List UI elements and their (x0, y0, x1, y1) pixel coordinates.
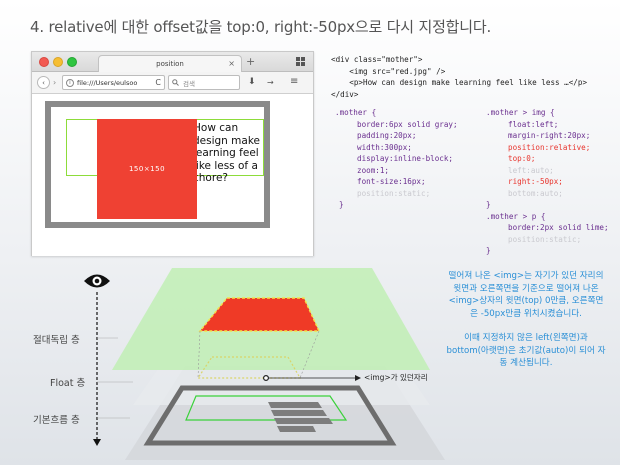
base-text-lines (277, 426, 316, 432)
css-highlight-prop: top:0; (508, 154, 536, 163)
url-bar[interactable]: i file:///Users/eulsoo C (62, 75, 165, 90)
search-icon (172, 79, 179, 86)
css-default-prop: left:auto; (508, 165, 554, 175)
menu-icon[interactable]: ≡ (290, 76, 299, 87)
css-selector: .mother > img { (486, 108, 555, 117)
image-size-label: 150×150 (128, 165, 166, 173)
layer-diagram: 절대독립 층 Float 층 기본흐름 층 <img>가 있던자리 (0, 260, 620, 465)
new-tab-icon[interactable]: + (246, 55, 256, 68)
html-line-1: <div class="mother"> (331, 55, 423, 64)
red-image: 150×150 (97, 119, 197, 219)
float-layer-label: Float 층 (50, 378, 86, 389)
html-line-4: </div> (331, 89, 359, 99)
paragraph-text: How can design make learning feel like l… (193, 122, 260, 184)
css-highlight-prop: position:relative; (508, 142, 591, 152)
description: 떨어져 나온 <img>는 자기가 있던 자리의 윗면과 오른쪽면을 기준으로 … (446, 270, 606, 382)
tab-title: position (156, 60, 184, 68)
css-default-prop: position:static; (357, 188, 431, 198)
base-lime-box (185, 395, 348, 421)
css-prop: border:6px solid gray; (357, 119, 458, 129)
html-line-2: <img src="red.jpg" /> (331, 66, 446, 76)
zoom-window-button[interactable] (67, 57, 77, 67)
search-bar[interactable]: 검색 (168, 75, 240, 90)
img-origin-label: <img>가 있던자리 (364, 373, 428, 382)
slide-title: 4. relative에 대한 offset값을 top:0, right:-5… (30, 18, 492, 36)
css-close: } (486, 200, 491, 209)
css-prop: width:300px; (357, 142, 412, 152)
description-para-2: 이때 지정하지 않은 left(왼쪽면)과 bottom(아랫면)은 초기값(a… (446, 333, 606, 368)
css-selector: .mother > p { (486, 211, 546, 221)
html-code: <div class="mother"> <img src="red.jpg" … (331, 54, 587, 100)
css-default-prop: position:static; (508, 234, 582, 244)
css-default-prop: bottom:auto; (508, 188, 563, 198)
base-text-lines (271, 410, 327, 416)
overflow-icon[interactable]: → (267, 78, 274, 87)
img-origin-marker (263, 374, 270, 381)
reload-icon[interactable]: C (155, 78, 161, 87)
mother-div: How can design make learning feel like l… (45, 101, 270, 228)
css-prop: border:2px solid lime; (508, 223, 609, 232)
html-line-3: <p>How can design make learning feel lik… (331, 78, 588, 87)
css-prop: float:left; (508, 119, 559, 129)
css-selector: .mother { (335, 108, 377, 117)
forward-icon[interactable]: › (53, 78, 57, 87)
download-icon[interactable]: ⬇ (248, 77, 256, 87)
css-prop: display:inline-block; (357, 154, 454, 163)
nav-bar: ‹ › i file:///Users/eulsoo C 검색 ⬇ → ≡ (32, 72, 313, 94)
tab-close-icon[interactable]: × (228, 59, 235, 68)
layer-diagram-svg (84, 268, 445, 460)
eye-icon (84, 274, 110, 288)
browser-window: position × + ‹ › i file:///Users/eulsoo … (31, 51, 314, 256)
minimize-window-button[interactable] (53, 57, 63, 67)
normal-flow-layer-label: 기본흐름 층 (33, 415, 80, 426)
css-prop: zoom:1; (357, 165, 390, 175)
tab-position[interactable]: position × (98, 55, 242, 72)
url-text: file:///Users/eulsoo (77, 78, 138, 87)
tab-groups-icon[interactable] (296, 57, 305, 66)
base-text-lines (268, 402, 322, 408)
base-text-lines (274, 418, 333, 424)
description-para-1: 떨어져 나온 <img>는 자기가 있던 자리의 윗면과 오른쪽면을 기준으로 … (448, 271, 604, 319)
tab-bar: position × + (32, 52, 313, 72)
search-placeholder: 검색 (183, 79, 195, 88)
css-close: } (339, 200, 344, 209)
close-window-button[interactable] (39, 57, 49, 67)
page-viewport: How can design make learning feel like l… (32, 94, 313, 256)
css-mother-block: .mother { border:6px solid gray; padding:2… (335, 107, 458, 211)
base-mother-box (143, 385, 397, 446)
back-icon[interactable]: ‹ (37, 76, 50, 89)
site-info-icon[interactable]: i (66, 78, 74, 87)
css-prop: font-size:16px; (357, 177, 426, 186)
css-highlight-prop: right:-50px; (508, 177, 563, 186)
css-prop: padding:20px; (357, 131, 417, 140)
absolute-layer-label: 절대독립 층 (33, 335, 80, 346)
css-close: } (486, 246, 491, 255)
css-prop: margin-right:20px; (508, 131, 591, 140)
css-img-block: .mother > img { float:left; margin-right:2… (486, 107, 609, 257)
red-image-plane (198, 297, 321, 332)
